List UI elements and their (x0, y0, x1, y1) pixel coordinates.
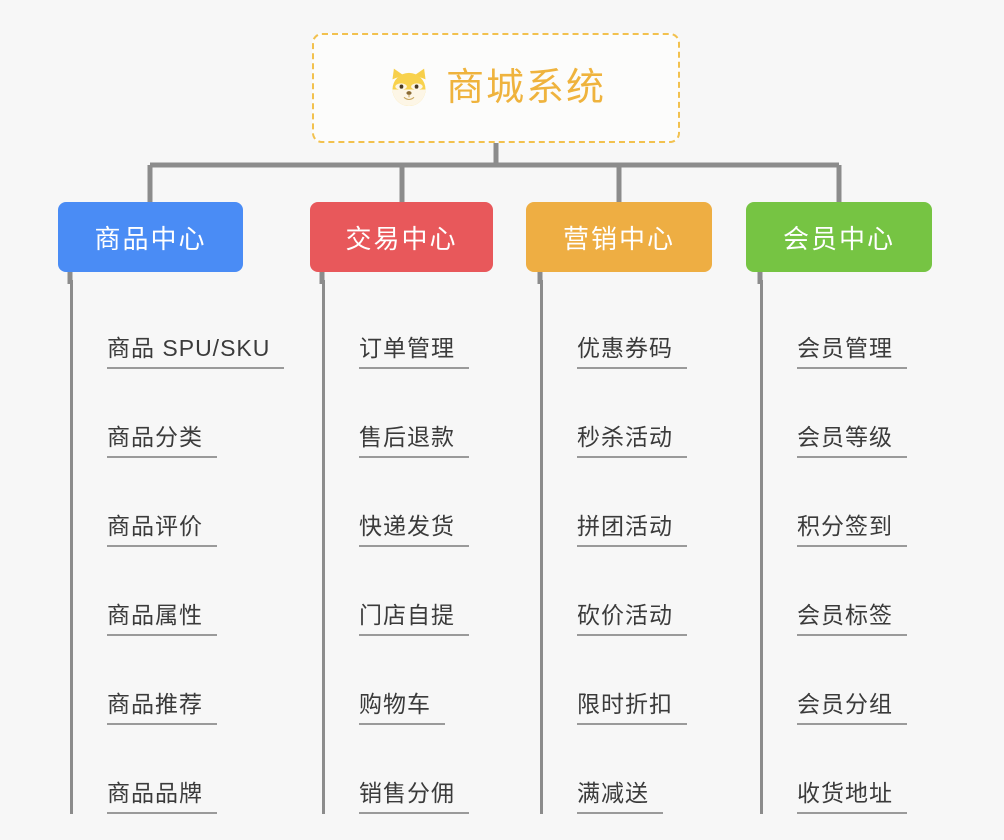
leaf-item[interactable]: 订单管理 (325, 280, 469, 369)
branch-header-label-0: 商品中心 (94, 223, 207, 254)
branch-header-label-3: 会员中心 (782, 223, 895, 254)
shiba-dog-face-icon (392, 68, 426, 108)
leaf-item-label: 砍价活动 (577, 603, 687, 636)
leaf-item[interactable]: 商品属性 (73, 547, 284, 636)
leaf-item[interactable]: 秒杀活动 (543, 369, 687, 458)
branch-交易中心: 交易中心 (310, 202, 493, 272)
branch-header-label-2: 营销中心 (562, 223, 675, 254)
leaf-item[interactable]: 限时折扣 (543, 636, 687, 725)
leaf-item-label: 商品分类 (107, 425, 217, 458)
leaf-item-label: 会员标签 (797, 603, 907, 636)
branch-商品中心: 商品中心 (58, 202, 243, 272)
leaf-list-1: 订单管理售后退款快递发货门店自提购物车销售分佣 (322, 280, 469, 814)
leaf-item[interactable]: 商品评价 (73, 458, 284, 547)
leaf-item[interactable]: 商品品牌 (73, 725, 284, 814)
leaf-item[interactable]: 销售分佣 (325, 725, 469, 814)
leaf-item-label: 购物车 (359, 692, 445, 725)
leaf-item-label: 商品推荐 (107, 692, 217, 725)
leaf-item-label: 订单管理 (359, 336, 469, 369)
leaf-item-label: 满减送 (577, 781, 663, 814)
leaf-item[interactable]: 会员等级 (763, 369, 907, 458)
branch-header-0[interactable]: 商品中心 (58, 202, 243, 272)
leaf-item-label: 拼团活动 (577, 514, 687, 547)
leaf-item-label: 限时折扣 (577, 692, 687, 725)
leaf-item[interactable]: 商品推荐 (73, 636, 284, 725)
leaf-item[interactable]: 门店自提 (325, 547, 469, 636)
leaf-item-label: 销售分佣 (359, 781, 469, 814)
leaf-list-0: 商品 SPU/SKU 商品分类商品评价商品属性商品推荐商品品牌 (70, 280, 285, 814)
leaf-item[interactable]: 积分签到 (763, 458, 907, 547)
leaf-item-label: 收货地址 (797, 781, 907, 814)
leaf-item[interactable]: 会员管理 (763, 280, 907, 369)
leaf-item-label: 门店自提 (359, 603, 469, 636)
leaf-item-label: 商品 SPU/SKU (107, 336, 285, 369)
leaf-item-label: 优惠券码 (577, 336, 687, 369)
leaf-item[interactable]: 满减送 (543, 725, 687, 814)
branch-header-1[interactable]: 交易中心 (310, 202, 493, 272)
leaf-item[interactable]: 商品 SPU/SKU (73, 280, 285, 369)
leaf-item[interactable]: 优惠券码 (543, 280, 687, 369)
branch-营销中心: 营销中心 (526, 202, 712, 272)
leaf-item-label: 商品属性 (107, 603, 217, 636)
leaf-item-label: 商品评价 (107, 514, 217, 547)
leaf-item[interactable]: 快递发货 (325, 458, 469, 547)
leaf-item[interactable]: 砍价活动 (543, 547, 687, 636)
leaf-item-label: 商品品牌 (107, 781, 217, 814)
leaf-list-3: 会员管理会员等级积分签到会员标签会员分组收货地址 (760, 280, 907, 814)
leaf-list-2: 优惠券码秒杀活动拼团活动砍价活动限时折扣满减送 (540, 280, 687, 814)
branch-header-label-1: 交易中心 (345, 223, 458, 254)
leaf-item[interactable]: 收货地址 (763, 725, 907, 814)
leaf-item[interactable]: 购物车 (325, 636, 469, 725)
leaf-item[interactable]: 拼团活动 (543, 458, 687, 547)
leaf-item-label: 会员等级 (797, 425, 907, 458)
leaf-item-label: 秒杀活动 (577, 425, 687, 458)
leaf-item[interactable]: 售后退款 (325, 369, 469, 458)
branch-header-3[interactable]: 会员中心 (746, 202, 932, 272)
root-node-label: 商城系统 (445, 67, 606, 109)
leaf-item-label: 快递发货 (359, 514, 469, 547)
leaf-item-label: 会员分组 (797, 692, 907, 725)
leaf-item[interactable]: 会员分组 (763, 636, 907, 725)
leaf-item-label: 积分签到 (797, 514, 907, 547)
leaf-item-label: 会员管理 (797, 336, 907, 369)
branch-会员中心: 会员中心 (746, 202, 932, 272)
leaf-item-label: 售后退款 (359, 425, 469, 458)
leaf-item[interactable]: 商品分类 (73, 369, 284, 458)
root-node-商城系统[interactable]: 商城系统 (312, 33, 680, 143)
branch-header-2[interactable]: 营销中心 (526, 202, 712, 272)
leaf-item[interactable]: 会员标签 (763, 547, 907, 636)
